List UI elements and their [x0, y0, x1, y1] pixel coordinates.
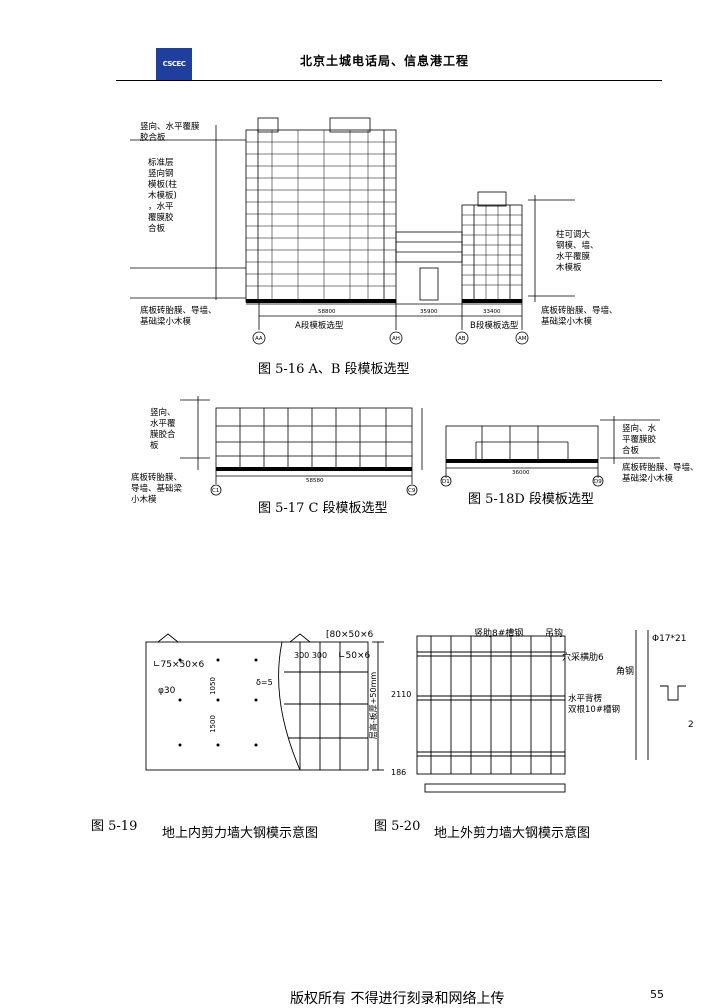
fig19-dia: φ30 — [158, 686, 176, 696]
fig17-dim: 58580 — [306, 478, 324, 484]
fig19-caption-text: 地上内剪力墙大钢模示意图 — [162, 826, 319, 841]
fig16-axis-1: AA — [255, 336, 263, 342]
fig16-axis-3: AB — [458, 336, 466, 342]
fig16-label-left-middle: 标准层 竖向钢 模板(柱 木模板) ，水平 覆膜胶 合板 — [148, 158, 177, 234]
fig16-dim-b: 33400 — [483, 309, 501, 315]
fig17-label-bottom: 底板砖胎膜、 导墙、基础梁 小木模 — [131, 473, 183, 505]
footer-text: 版权所有 不得进行刻录和网络上传 — [290, 991, 505, 1007]
fig17-axis-1: C1 — [212, 488, 220, 494]
header-rule — [116, 80, 662, 81]
fig19-d2110: 2110 — [391, 690, 412, 699]
fig19-dim-300: 300 300 — [294, 651, 328, 660]
fig18-label-bottom: 底板砖胎膜、导墙、 基础梁小木模 — [622, 463, 699, 484]
fig20-two: 2 — [688, 720, 694, 730]
fig17-axis-2: C9 — [408, 488, 416, 494]
fig19-vert1: 1050 — [208, 677, 217, 695]
fig17-caption: 图 5-17 C 段模板选型 — [258, 501, 388, 516]
fig16-label-bottom-left: 底板砖胎膜、导墙、 基础梁小木模 — [140, 306, 217, 327]
fig19-d186: 186 — [391, 768, 407, 777]
fig19-plate: δ=5 — [256, 678, 273, 687]
fig20-hook: 吊钩 — [545, 629, 564, 639]
header-title: 北京土城电话局、信息港工程 — [300, 54, 470, 68]
fig20-caption-num: 图 5-20 — [374, 819, 421, 834]
fig16-label-top-left: 竖向、水平覆膜 胶合板 — [140, 122, 200, 143]
page-number: 55 — [650, 988, 664, 1001]
fig18-axis-2: D9 — [594, 479, 602, 485]
fig18-label-top: 竖向、水 平覆膜胶 合板 — [622, 424, 657, 456]
fig20-horiz: 水平背楞 双根10#槽钢 — [568, 694, 620, 715]
fig19-angle2: [80×50×6 — [326, 630, 374, 640]
fig16-label-bottom-right: 底板砖胎膜、导墙、 基础梁小木模 — [541, 306, 618, 327]
logo-text: CSCEC — [162, 60, 186, 68]
fig16-segment-b: B段模板选型 — [470, 321, 519, 331]
fig16-axis-2: AH — [392, 336, 400, 342]
fig16-segment-a: A段模板选型 — [295, 321, 344, 331]
fig16-label-right-middle: 柱可调大 钢模、墙、 水平覆膜 木模板 — [556, 230, 599, 273]
fig16-caption: 图 5-16 A、B 段模板选型 — [258, 362, 410, 377]
fig20-caption-text: 地上外剪力墙大钢模示意图 — [434, 826, 591, 841]
fig17-label-top: 竖向、 水平覆 膜胶合 板 — [150, 408, 176, 451]
logo — [156, 48, 192, 80]
fig19-caption-num: 图 5-19 — [91, 819, 138, 834]
fig16-dim-link: 35900 — [420, 309, 438, 315]
fig20-rib: 穴采横肋6 — [562, 653, 604, 663]
fig16-axis-4: AM — [518, 336, 527, 342]
fig20-bolt: Φ17*21 — [652, 634, 687, 644]
fig19-vert2: 1500 — [208, 715, 217, 733]
fig19-angle3: ∟50×6 — [338, 651, 371, 661]
fig19-side: 层高-板厚+50mm — [369, 671, 379, 740]
fig18-caption: 图 5-18D 段模板选型 — [468, 492, 594, 507]
fig16-dim-a: 58800 — [318, 309, 336, 315]
fig18-dim: 36000 — [512, 470, 530, 476]
fig19-angle1: ∟75×50×6 — [153, 660, 205, 670]
fig20-angle: 角钢 — [616, 667, 635, 677]
fig20-beam: 竖肋8#槽钢 — [474, 629, 524, 639]
fig18-axis-1: D1 — [442, 479, 450, 485]
